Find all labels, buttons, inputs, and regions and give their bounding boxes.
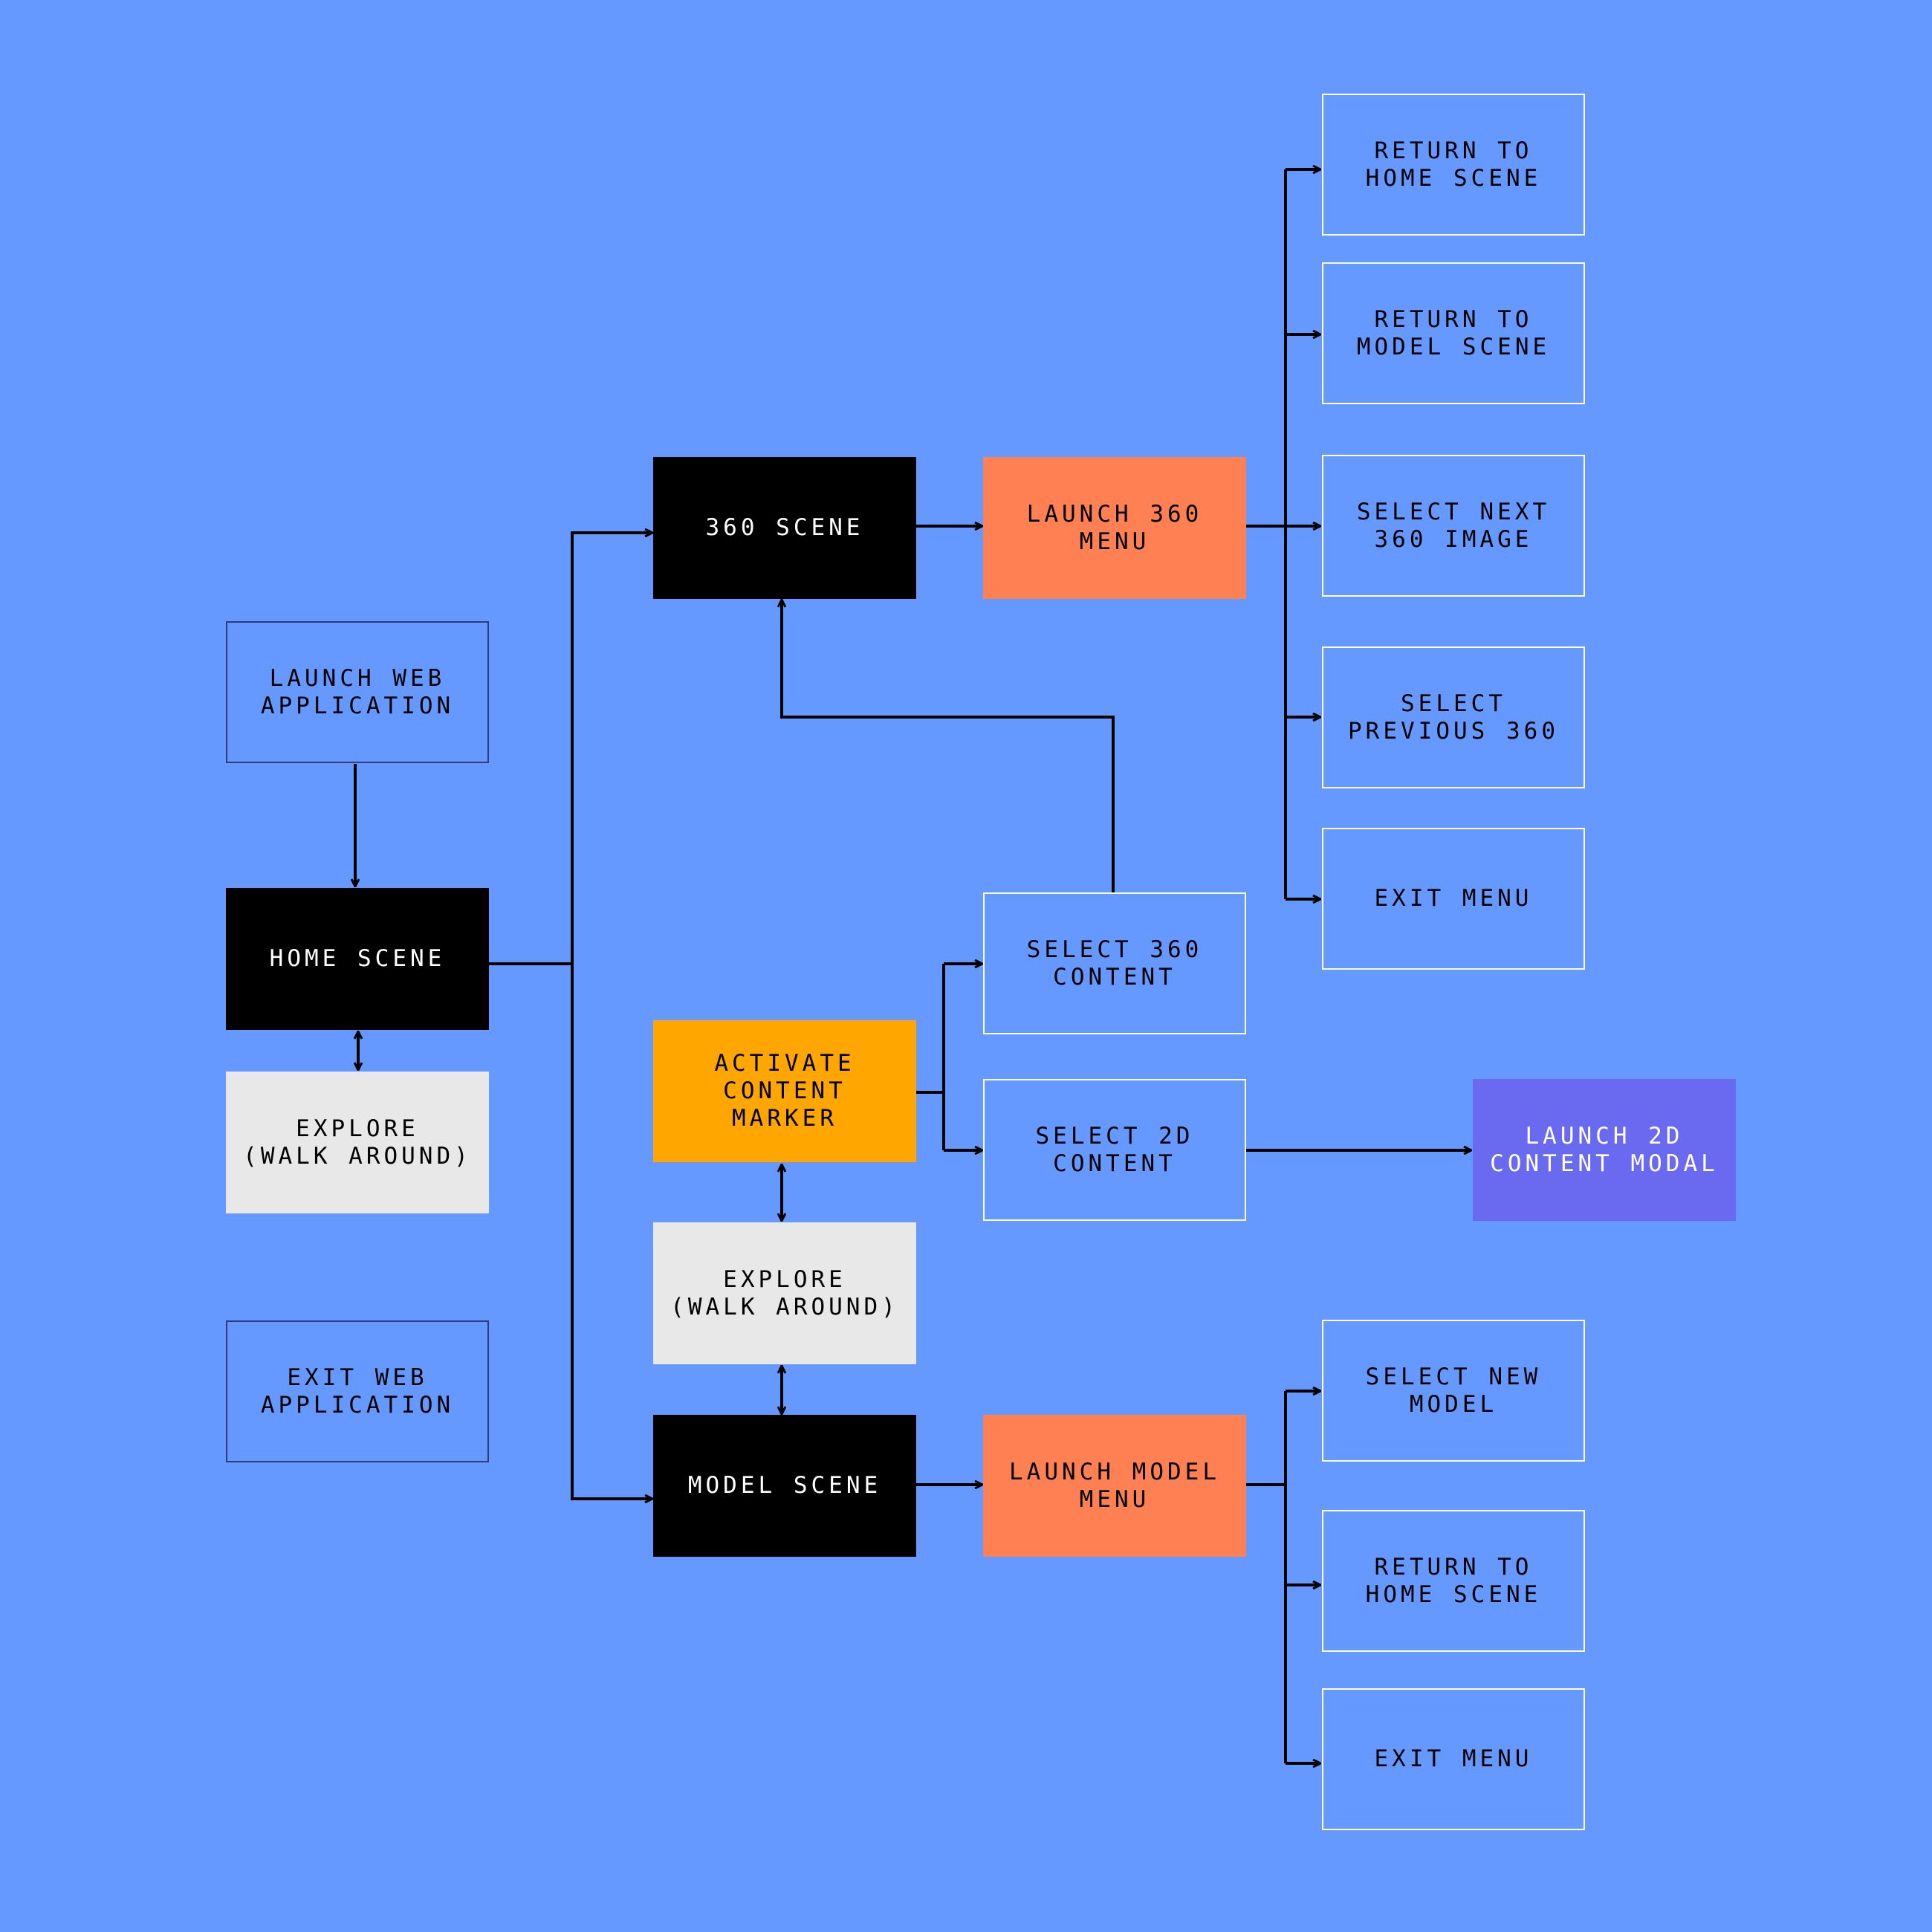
node-text-line: LAUNCH MODEL — [1009, 1458, 1220, 1485]
edge-select-360-content-to-360-scene — [782, 600, 1115, 892]
node-text-line: HOME SCENE — [269, 945, 446, 972]
return-to-home-scene-360-box: RETURN TO HOME SCENE — [1322, 94, 1585, 236]
return-to-model-scene-360-box: RETURN TO MODEL SCENE — [1322, 262, 1585, 404]
node-text-line: MENU — [1079, 1485, 1150, 1513]
home-scene-box: HOME SCENE — [226, 888, 489, 1030]
launch-model-menu-box: LAUNCH MODEL MENU — [983, 1415, 1246, 1557]
node-text-line: ACTIVATE — [714, 1050, 855, 1077]
node-text-line: LAUNCH 2D — [1525, 1122, 1684, 1150]
node-text-line: EXIT MENU — [1374, 885, 1533, 912]
explore-home-box: EXPLORE (WALK AROUND) — [226, 1072, 489, 1213]
launch-web-application-box: LAUNCH WEB APPLICATION — [226, 621, 489, 763]
select-new-model-box: SELECT NEW MODEL — [1322, 1320, 1585, 1462]
edge-trunk-to-360-scene — [571, 533, 652, 964]
node-text-line: MARKER — [732, 1105, 837, 1132]
node-text-line: 360 IMAGE — [1374, 525, 1533, 553]
node-text-line: APPLICATION — [260, 692, 455, 719]
model-scene-box: MODEL SCENE — [653, 1415, 916, 1557]
edge-trunk-to-model-scene — [571, 964, 652, 1499]
node-text-line: RETURN TO — [1374, 305, 1533, 333]
select-2d-content-box: SELECT 2D CONTENT — [983, 1079, 1246, 1221]
node-text-line: HOME SCENE — [1365, 164, 1542, 192]
launch-2d-content-modal-box: LAUNCH 2D CONTENT MODAL — [1473, 1079, 1736, 1221]
node-text-line: HOME SCENE — [1365, 1581, 1542, 1608]
node-text-line: SELECT — [1401, 690, 1506, 717]
node-text-line: CONTENT — [1053, 1150, 1176, 1177]
node-text-line: APPLICATION — [260, 1391, 455, 1419]
node-text-line: (WALK AROUND) — [243, 1142, 472, 1170]
node-text-line: RETURN TO — [1374, 1553, 1533, 1581]
launch-360-menu-box: LAUNCH 360 MENU — [983, 457, 1246, 599]
node-text-line: EXIT MENU — [1374, 1745, 1533, 1772]
node-text-line: MENU — [1079, 528, 1150, 555]
exit-menu-model-box: EXIT MENU — [1322, 1688, 1585, 1830]
return-to-home-scene-model-box: RETURN TO HOME SCENE — [1322, 1510, 1585, 1652]
node-text-line: SELECT 360 — [1026, 936, 1203, 963]
node-text-line: CONTENT MODAL — [1490, 1150, 1719, 1177]
exit-web-application-box: EXIT WEB APPLICATION — [226, 1320, 489, 1462]
node-text-line: MODEL SCENE — [687, 1472, 882, 1499]
explore-model-box: EXPLORE (WALK AROUND) — [653, 1222, 916, 1364]
select-previous-360-box: SELECT PREVIOUS 360 — [1322, 646, 1585, 788]
node-text-line: (WALK AROUND) — [670, 1293, 899, 1320]
activate-content-marker-box: ACTIVATE CONTENT MARKER — [653, 1020, 916, 1162]
node-text-line: PREVIOUS 360 — [1348, 717, 1559, 745]
node-text-line: SELECT NEW — [1365, 1363, 1542, 1390]
node-text-line: LAUNCH WEB — [269, 664, 446, 692]
node-text-line: EXPLORE — [296, 1115, 419, 1142]
select-360-content-box: SELECT 360 CONTENT — [983, 892, 1246, 1034]
node-text-line: EXIT WEB — [287, 1364, 428, 1391]
node-text-line: LAUNCH 360 — [1026, 500, 1203, 528]
node-text-line: RETURN TO — [1374, 137, 1533, 164]
node-text-line: MODEL — [1409, 1390, 1498, 1418]
node-text-line: EXPLORE — [723, 1265, 846, 1293]
node-text-line: MODEL SCENE — [1356, 333, 1551, 360]
select-next-360-image-box: SELECT NEXT 360 IMAGE — [1322, 455, 1585, 597]
node-text-line: SELECT NEXT — [1356, 498, 1551, 525]
node-text-line: SELECT 2D — [1035, 1122, 1194, 1150]
360-scene-box: 360 SCENE — [653, 457, 916, 599]
node-text-line: 360 SCENE — [705, 514, 864, 541]
node-text-line: CONTENT — [1053, 963, 1176, 991]
node-text-line: CONTENT — [723, 1077, 846, 1104]
exit-menu-360-box: EXIT MENU — [1322, 828, 1585, 970]
